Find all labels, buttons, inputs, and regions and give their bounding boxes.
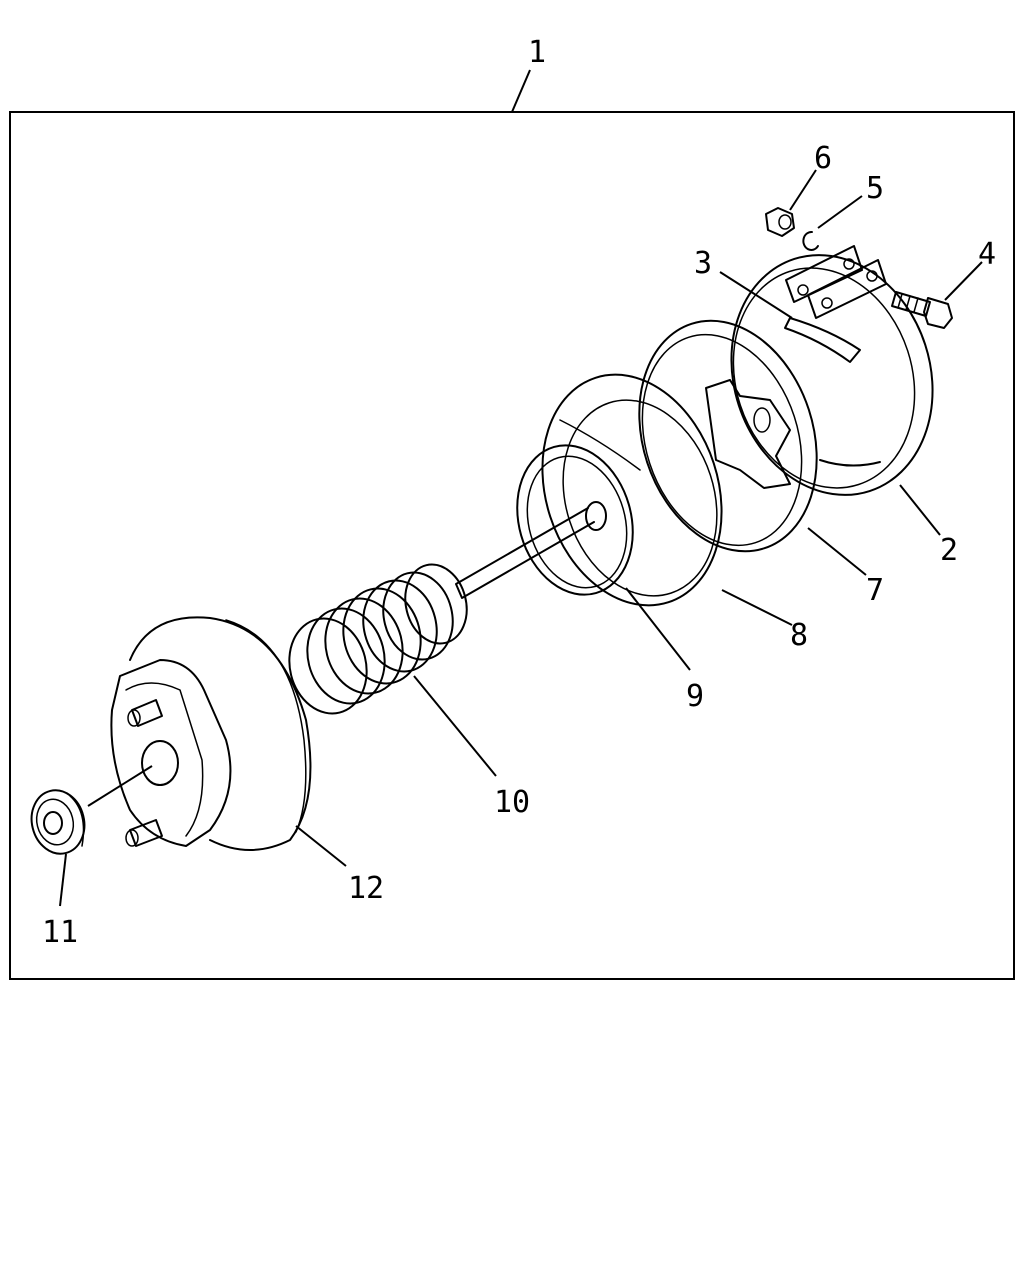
- part-8-diaphragm: [541, 373, 723, 607]
- leader-line-3: [719, 271, 793, 319]
- leader-line-5: [817, 195, 863, 229]
- callout-6: 6: [814, 141, 832, 176]
- housing-stud-lower: [125, 819, 163, 847]
- callout-9: 9: [686, 679, 704, 714]
- part-12-housing: [110, 616, 312, 851]
- part-2-band-ring: [730, 254, 934, 496]
- leader-line-11: [59, 853, 67, 907]
- part-4-bolt: [891, 291, 953, 329]
- callout-12: 12: [348, 871, 384, 906]
- callout-4: 4: [978, 237, 996, 272]
- part-3-clamp-bracket: [784, 245, 887, 363]
- callout-10: 10: [494, 785, 530, 820]
- leader-line-10: [413, 675, 497, 777]
- leader-line-4: [944, 261, 983, 301]
- leader-line-8: [721, 589, 793, 626]
- housing-stud-upper: [127, 699, 163, 727]
- callout-7: 7: [866, 573, 884, 608]
- callout-2: 2: [940, 533, 958, 568]
- callout-11: 11: [42, 915, 78, 950]
- leader-line-7: [807, 527, 867, 576]
- part-7-backing-plate: [638, 319, 818, 553]
- leader-line-9: [625, 587, 691, 671]
- part-10-coil-spring: [288, 563, 468, 715]
- leader-line-12: [295, 825, 347, 867]
- callout-3: 3: [694, 246, 712, 281]
- callout-1: 1: [528, 35, 546, 70]
- leader-line-1: [511, 69, 531, 113]
- callout-8: 8: [790, 618, 808, 653]
- part-6-nut: [765, 207, 795, 237]
- leader-line-6: [789, 169, 817, 211]
- part-11-seal-grommet: [30, 789, 86, 855]
- leader-line-11-axis: [87, 765, 153, 807]
- part-5-lock-washer: [802, 230, 819, 251]
- leader-line-2: [899, 484, 941, 536]
- part-9-piston-ring-rod: [455, 444, 634, 599]
- assembly-frame: [9, 111, 1015, 980]
- callout-5: 5: [866, 171, 884, 206]
